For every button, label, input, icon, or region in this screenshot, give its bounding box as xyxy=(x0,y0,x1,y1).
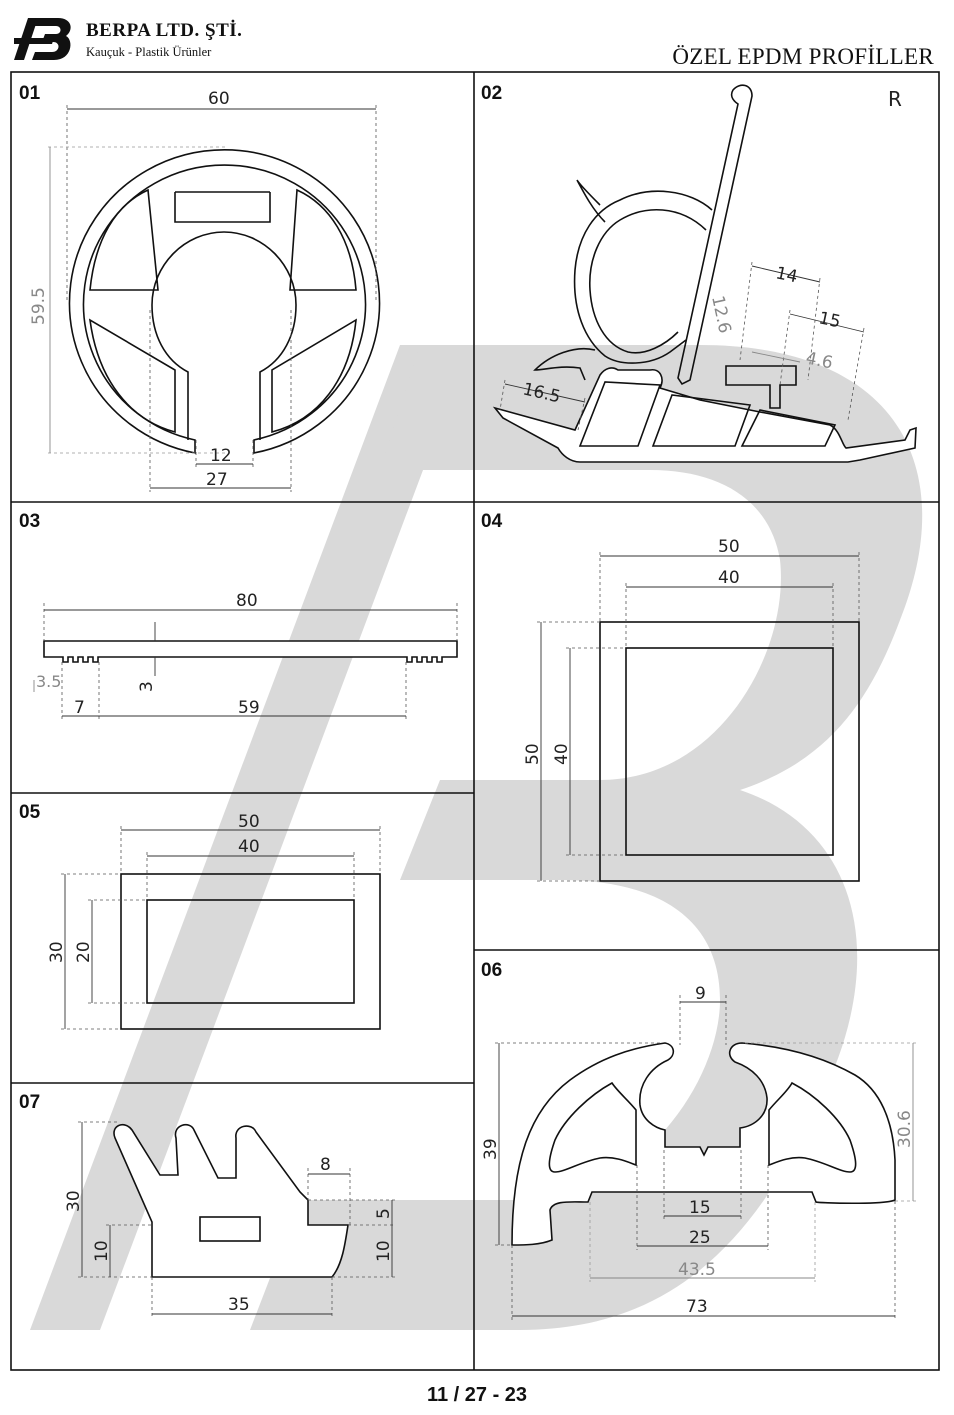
profile-02-dimensions: 14 12.6 15 4.6 16.5 xyxy=(499,261,865,431)
panel-grid xyxy=(10,71,940,1371)
dim-03-59: 59 xyxy=(238,698,260,718)
panel-number-01: 01 xyxy=(19,83,41,104)
profile-05-dimensions: 50 40 30 20 xyxy=(47,812,381,1030)
dim-05-inner-height: 20 xyxy=(74,941,94,963)
page-number: 11 / 27 - 23 xyxy=(426,1384,528,1406)
profile-03-dimensions: 80 3.5 3 7 59 xyxy=(33,591,458,720)
dim-02-15: 15 xyxy=(817,308,842,332)
profile-06-drawing xyxy=(511,1042,896,1246)
dim-02-width-14: 14 xyxy=(774,263,799,287)
profile-02-drawing xyxy=(492,84,917,463)
panel-number-07: 07 xyxy=(19,1092,40,1113)
dim-07-height: 30 xyxy=(64,1190,84,1212)
panel-number-06: 06 xyxy=(481,960,502,981)
page-title: ÖZEL EPDM PROFİLLER xyxy=(672,44,934,69)
dim-07-10-left: 10 xyxy=(92,1240,112,1262)
dim-07-10-right: 10 xyxy=(374,1240,394,1262)
panel-number-04: 04 xyxy=(481,511,503,532)
profile-01-drawing xyxy=(68,149,381,454)
dim-06-30-6: 30.6 xyxy=(895,1110,915,1148)
dim-03-width: 80 xyxy=(236,591,258,611)
company-logo xyxy=(14,18,71,60)
panel-02-marker: R xyxy=(888,87,902,111)
dim-03-thickness: 3 xyxy=(137,681,157,692)
dim-01-neck: 27 xyxy=(206,470,228,490)
dim-07-5: 5 xyxy=(374,1208,394,1219)
dim-06-slot: 9 xyxy=(695,984,706,1004)
dim-04-inner-width: 40 xyxy=(718,568,740,588)
panel-number-05: 05 xyxy=(19,802,41,823)
dim-06-height: 39 xyxy=(481,1138,501,1160)
dim-06-73: 73 xyxy=(686,1297,708,1317)
dim-03-7: 7 xyxy=(74,698,85,718)
dim-04-inner-height: 40 xyxy=(552,743,572,765)
profile-05-drawing xyxy=(120,873,381,1030)
profile-03-drawing xyxy=(43,640,458,663)
dim-02-16-5: 16.5 xyxy=(521,379,562,407)
dim-06-25: 25 xyxy=(689,1228,711,1248)
dim-07-width: 35 xyxy=(228,1295,250,1315)
dim-05-inner-width: 40 xyxy=(238,837,260,857)
dim-01-slot: 12 xyxy=(210,446,232,466)
profile-07-drawing xyxy=(113,1123,349,1278)
dim-07-8: 8 xyxy=(320,1155,331,1175)
dim-06-15: 15 xyxy=(689,1198,711,1218)
dim-01-height: 59.5 xyxy=(29,287,49,325)
profile-04-dimensions: 50 40 50 40 xyxy=(523,537,860,882)
company-name: BERPA LTD. ŞTİ. xyxy=(86,20,243,41)
panel-number-03: 03 xyxy=(19,511,40,532)
dim-04-outer-width: 50 xyxy=(718,537,740,557)
dim-05-outer-height: 30 xyxy=(47,941,67,963)
dim-06-43-5: 43.5 xyxy=(678,1260,716,1280)
dim-03-3-5: 3.5 xyxy=(36,672,61,691)
profile-07-dimensions: 30 8 5 10 10 35 xyxy=(64,1121,396,1318)
panel-number-02: 02 xyxy=(481,83,502,104)
dim-02-12-6: 12.6 xyxy=(707,294,734,335)
dim-04-outer-height: 50 xyxy=(523,743,543,765)
profile-06-dimensions: 9 39 30.6 15 25 43.5 73 xyxy=(481,984,917,1320)
company-subtitle: Kauçuk - Plastik Ürünler xyxy=(86,45,212,59)
dim-02-4-6: 4.6 xyxy=(804,348,835,373)
dim-01-width: 60 xyxy=(208,89,230,109)
profile-01-dimensions: 60 59.5 12 27 xyxy=(29,89,377,492)
profile-04-drawing xyxy=(599,621,860,882)
dim-05-outer-width: 50 xyxy=(238,812,260,832)
